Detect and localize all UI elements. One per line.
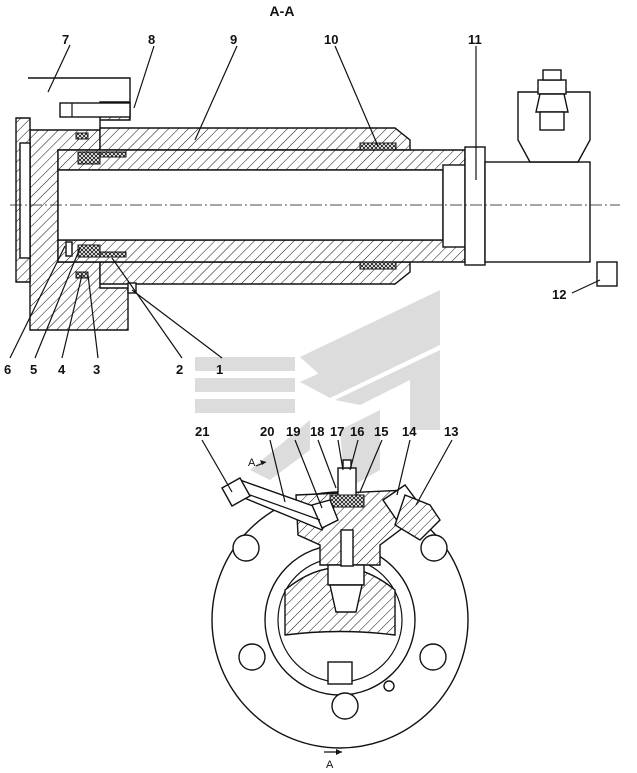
part-label-9: 9 xyxy=(230,32,237,47)
pin-1 xyxy=(127,282,137,294)
part-label-17: 17 xyxy=(330,424,344,439)
oring-4-upper xyxy=(75,132,89,140)
flange-recess xyxy=(19,142,31,259)
part-label-10: 10 xyxy=(324,32,338,47)
svg-text:A: A xyxy=(326,759,334,771)
bolt-8 xyxy=(59,102,131,118)
rod-lower xyxy=(57,239,466,263)
seal-5-upper xyxy=(77,151,101,165)
head-11 xyxy=(484,161,591,263)
lower-leaders xyxy=(201,439,453,509)
seal-10-upper xyxy=(359,142,397,151)
upper-leaders xyxy=(9,44,601,359)
fitting-13 xyxy=(394,494,441,541)
part-label-12: 12 xyxy=(552,287,566,302)
seal-2-upper xyxy=(99,151,127,158)
seal-10-lower xyxy=(359,261,397,270)
head-collar xyxy=(464,146,486,266)
part-label-15: 15 xyxy=(374,424,388,439)
seal-5-lower xyxy=(77,244,101,258)
nut-21 xyxy=(221,477,251,507)
section-title: A-A xyxy=(270,3,295,19)
part-label-2: 2 xyxy=(176,362,183,377)
nut-19 xyxy=(311,499,339,529)
part-label-21: 21 xyxy=(195,424,209,439)
part-label-11: 11 xyxy=(468,32,482,47)
flange-end-view xyxy=(211,459,469,749)
part-label-18: 18 xyxy=(310,424,324,439)
part-label-1: 1 xyxy=(216,362,223,377)
part-label-19: 19 xyxy=(286,424,300,439)
watermark-logo xyxy=(195,290,440,490)
spring-17 xyxy=(329,494,365,508)
plug-12 xyxy=(596,261,618,287)
part-labels: 7 8 9 10 11 12 6 5 4 3 2 1 21 20 19 18 1… xyxy=(4,32,566,439)
tube-upper-wall xyxy=(99,127,411,151)
view-marker-top: A xyxy=(248,457,267,469)
part-label-7: 7 xyxy=(62,32,69,47)
part-label-6: 6 xyxy=(4,362,11,377)
ring-6 xyxy=(65,241,73,257)
part-label-13: 13 xyxy=(444,424,458,439)
svg-text:A: A xyxy=(248,457,256,469)
flange-body xyxy=(28,77,131,331)
seal-2-lower xyxy=(99,251,127,258)
part-label-20: 20 xyxy=(260,424,274,439)
screw-16 xyxy=(337,467,357,499)
part-label-16: 16 xyxy=(350,424,364,439)
cylinder-section-view xyxy=(10,69,620,331)
part-label-4: 4 xyxy=(58,362,66,377)
part-label-3: 3 xyxy=(93,362,100,377)
view-marker-bottom: A xyxy=(324,749,342,771)
part-label-8: 8 xyxy=(148,32,155,47)
part-label-14: 14 xyxy=(402,424,417,439)
rod-end-plug xyxy=(442,164,466,248)
part-label-5: 5 xyxy=(30,362,37,377)
plunger xyxy=(327,564,365,586)
